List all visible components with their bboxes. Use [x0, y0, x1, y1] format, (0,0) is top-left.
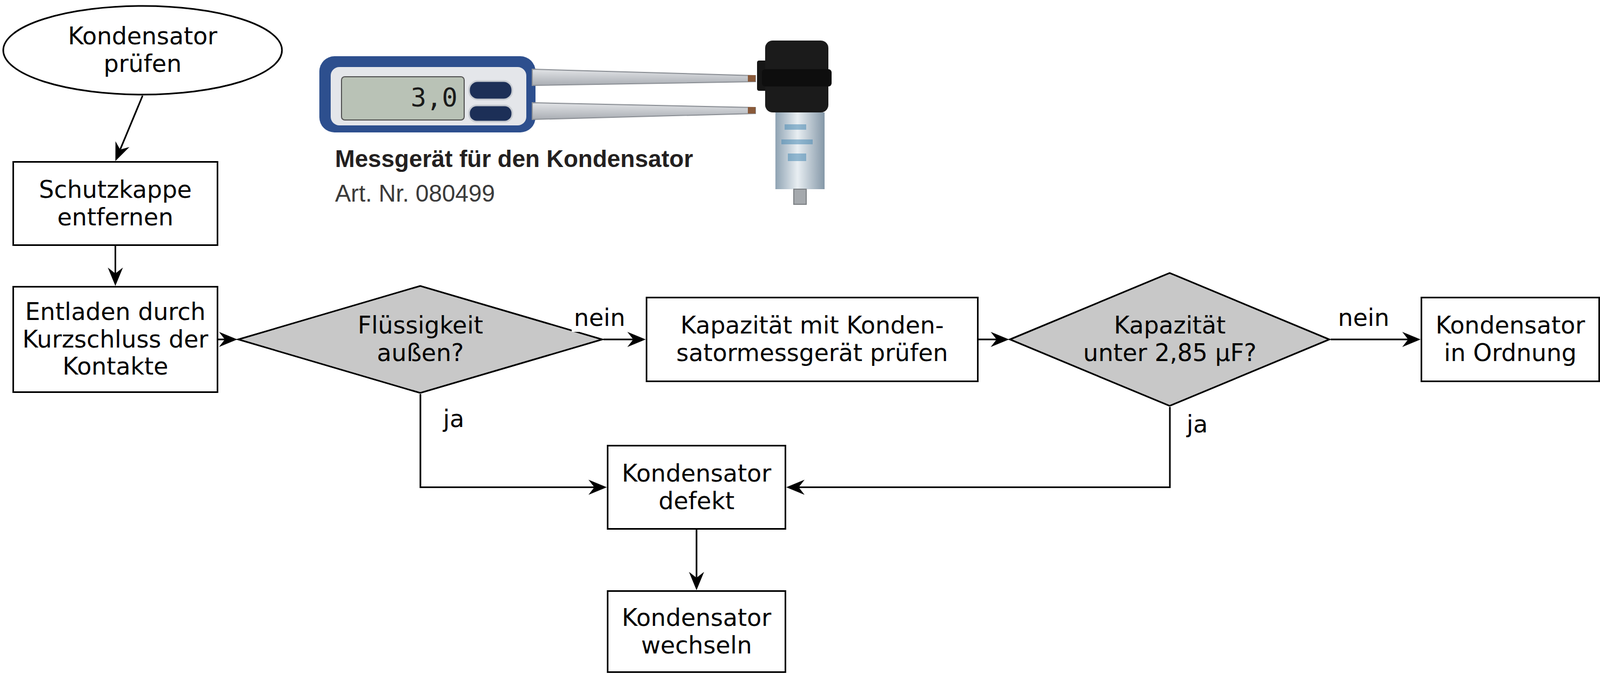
capacitor-body: [775, 112, 825, 190]
terminal-ellipse: Kondensator prüfen: [2, 4, 284, 96]
edge-label: nein: [1335, 304, 1392, 332]
capacitor-print: [787, 153, 807, 162]
connector-arrow: [688, 529, 705, 591]
edge-label: nein: [571, 304, 628, 332]
connector-arrow: [1330, 331, 1421, 347]
arrowhead: [1402, 331, 1421, 347]
connector-line: [420, 393, 595, 488]
article-number: Art. Nr. 080499: [335, 179, 495, 209]
connector-line: [218, 338, 225, 341]
node-text: Flüssigkeit außen?: [337, 311, 504, 367]
arrowhead: [786, 479, 805, 495]
edge-label: ja: [440, 405, 467, 433]
node-text: Kondensator prüfen: [47, 22, 238, 78]
process-box: Kondensator in Ordnung: [1420, 296, 1600, 383]
meter-button: [469, 105, 513, 122]
arrowhead: [990, 331, 1009, 347]
connector-arrow: [603, 331, 646, 347]
edge-label: ja: [1184, 410, 1210, 439]
arrowhead: [218, 331, 238, 347]
connector-line: [695, 529, 698, 578]
arrowhead: [588, 479, 607, 495]
node-text: Entladen durch Kurzschluss der Kontakte: [18, 298, 212, 381]
arrowhead: [627, 331, 646, 347]
arrowhead: [108, 267, 124, 286]
tweezer-prong: [532, 69, 756, 86]
connector-line: [119, 95, 143, 150]
connector-line: [114, 245, 117, 274]
node-text: Kondensator in Ordnung: [1427, 311, 1594, 367]
ellipse-shape: [3, 5, 283, 95]
arrowhead: [115, 141, 130, 162]
meter-housing: [319, 56, 536, 133]
device-caption: Messgerät für den Kondensator: [335, 144, 694, 174]
node-text: Kondensator defekt: [613, 459, 780, 515]
probe-tip: [747, 75, 756, 82]
node-text: Schutzkappe entfernen: [20, 176, 211, 231]
capacitor-print: [781, 139, 813, 145]
process-box: Schutzkappe entfernen: [12, 161, 219, 246]
connector-arrow: [218, 331, 238, 347]
tweezer-prong: [532, 102, 756, 120]
node-text: Kondensator wechseln: [613, 604, 780, 659]
connector-arrow: [115, 95, 143, 162]
connector-arrow: [420, 393, 607, 495]
connector-arrow: [108, 245, 124, 286]
diamond-shape: [1009, 272, 1330, 406]
meter-face: [330, 67, 527, 126]
connector-arrow: [978, 331, 1009, 347]
decision-diamond: Kapazität unter 2,85 µF?: [1008, 271, 1331, 407]
connector-line: [978, 338, 997, 341]
process-box: Kapazität mit Konden- satormessgerät prü…: [645, 296, 979, 383]
lcd-reading: 3,0: [410, 82, 458, 114]
lcd-display: [341, 76, 465, 120]
probe-tip: [747, 106, 756, 114]
process-box: Kondensator wechseln: [606, 590, 787, 673]
node-text: Kapazität mit Konden- satormessgerät prü…: [669, 311, 955, 367]
connector-line: [603, 338, 634, 341]
capacitor-print: [784, 124, 807, 130]
process-box: Kondensator defekt: [606, 444, 787, 530]
process-box: Entladen durch Kurzschluss der Kontakte: [12, 285, 219, 393]
connector-arrow: [786, 406, 1170, 495]
connector-line: [798, 406, 1170, 488]
diamond-shape: [238, 285, 603, 393]
capacitor-cap-ring: [761, 69, 832, 87]
capacitor-terminal: [793, 189, 807, 205]
decision-diamond: Flüssigkeit außen?: [237, 284, 604, 394]
connector-line: [1330, 338, 1409, 341]
meter-button: [469, 81, 513, 100]
arrowhead: [688, 571, 705, 591]
node-text: Kapazität unter 2,85 µF?: [1080, 311, 1260, 367]
